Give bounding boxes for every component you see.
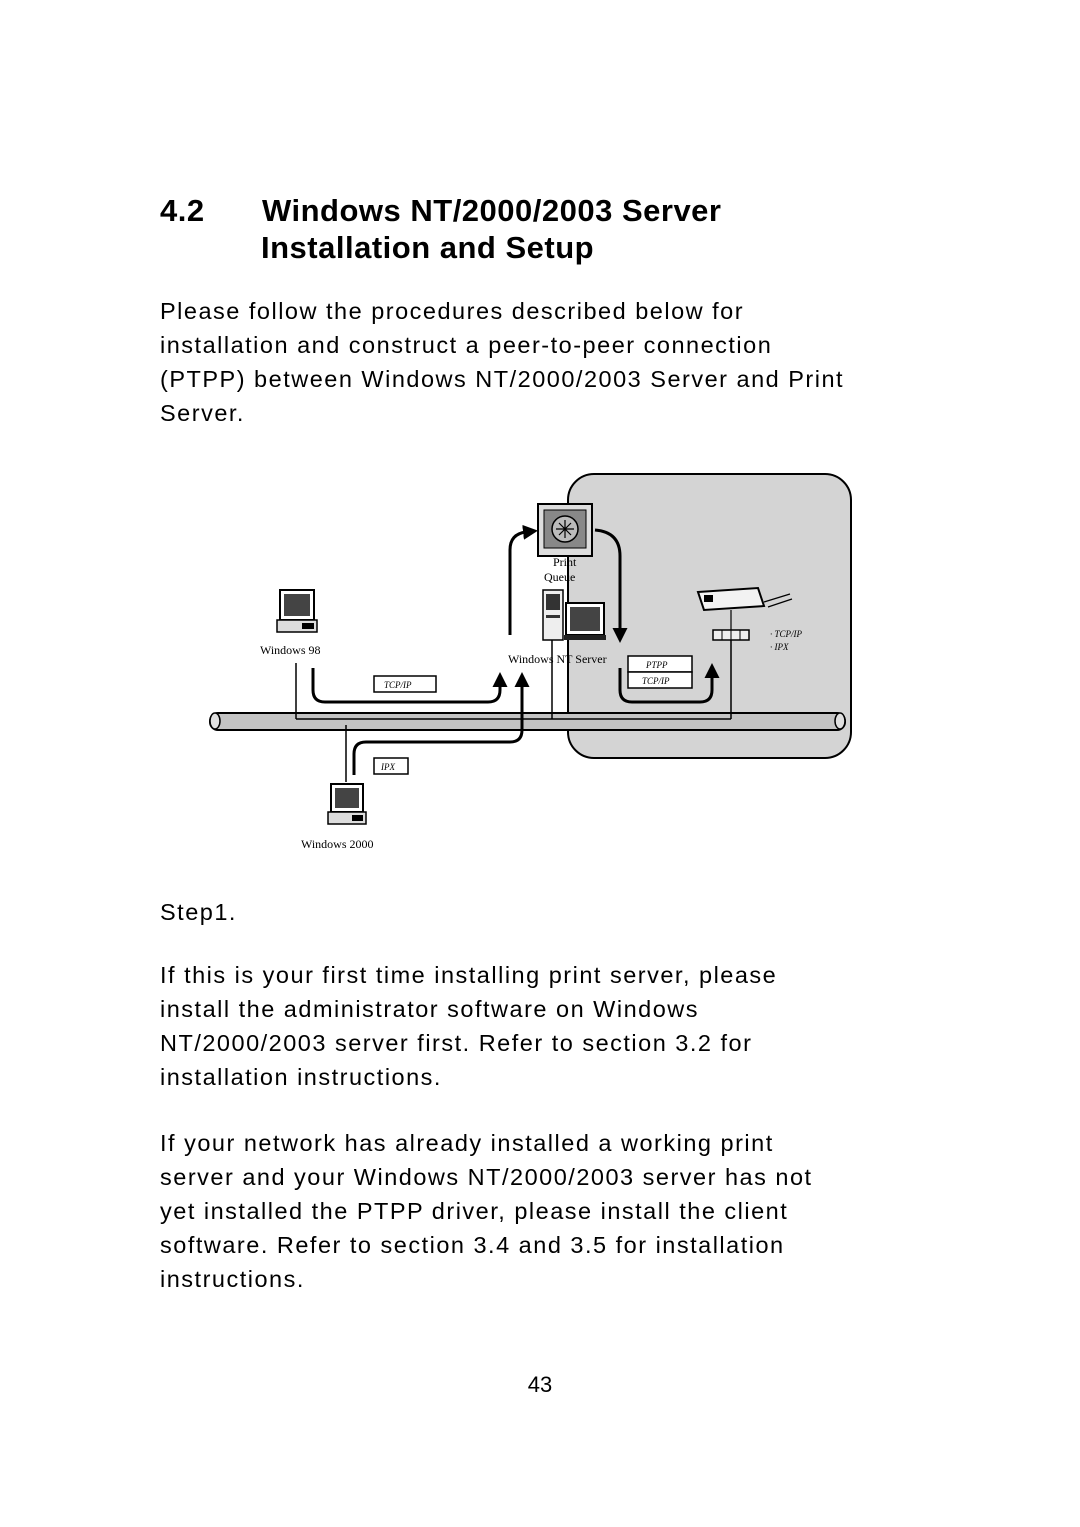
arrow-queue-to-server bbox=[594, 528, 628, 643]
nt-server-label: Windows NT Server bbox=[508, 652, 607, 666]
windows98-label: Windows 98 bbox=[260, 643, 321, 657]
existing-network-paragraph: If your network has already installed a … bbox=[160, 1126, 920, 1296]
intro-line: Please follow the procedures described b… bbox=[160, 298, 745, 324]
tag-tcpip-right: TCP/IP bbox=[642, 676, 670, 686]
tag-tcpip-left: TCP/IP bbox=[384, 680, 412, 690]
arrow-server-to-printer bbox=[618, 663, 720, 704]
step-label: Step1. bbox=[160, 899, 237, 925]
print-queue-icon bbox=[537, 503, 593, 557]
intro-line: installation and construct a peer-to-pee… bbox=[160, 332, 773, 358]
section-title-line1: Windows NT/2000/2003 Server bbox=[262, 193, 722, 228]
legend-tcpip: · TCP/IP bbox=[770, 629, 803, 639]
paragraph-line: server and your Windows NT/2000/2003 ser… bbox=[160, 1164, 813, 1190]
paragraph-line: NT/2000/2003 server first. Refer to sect… bbox=[160, 1030, 753, 1056]
paragraph-line: software. Refer to section 3.4 and 3.5 f… bbox=[160, 1232, 785, 1258]
network-diagram: Print Queue Windows NT Server Windows 98 bbox=[198, 470, 860, 860]
tag-ptpp: PTPP bbox=[645, 660, 668, 670]
nt-server-icon bbox=[542, 589, 606, 641]
paragraph-line: If this is your first time installing pr… bbox=[160, 962, 778, 988]
paragraph-line: installation instructions. bbox=[160, 1064, 442, 1090]
paragraph-line: instructions. bbox=[160, 1266, 305, 1292]
print-label: Print bbox=[553, 555, 577, 569]
paragraph-line: yet installed the PTPP driver, please in… bbox=[160, 1198, 789, 1224]
intro-paragraph: Please follow the procedures described b… bbox=[160, 294, 920, 430]
arrow-server-to-queue bbox=[508, 524, 538, 635]
legend-ipx: · IPX bbox=[770, 642, 789, 652]
arrow-win2000-to-server bbox=[352, 672, 530, 775]
network-cable bbox=[209, 712, 846, 731]
windows2000-label: Windows 2000 bbox=[301, 837, 374, 851]
section-number: 4.2 bbox=[160, 193, 205, 228]
section-title-line2: Installation and Setup bbox=[261, 230, 595, 265]
paragraph-line: install the administrator software on Wi… bbox=[160, 996, 700, 1022]
windows98-pc-icon bbox=[276, 589, 318, 633]
tag-ipx: IPX bbox=[380, 762, 395, 772]
windows2000-pc-icon bbox=[327, 783, 367, 825]
arrow-win98-to-server bbox=[311, 668, 508, 704]
print-server-device-icon bbox=[696, 586, 793, 641]
paragraph-line: If your network has already installed a … bbox=[160, 1130, 774, 1156]
intro-line: (PTPP) between Windows NT/2000/2003 Serv… bbox=[160, 366, 845, 392]
intro-line: Server. bbox=[160, 400, 245, 426]
page-number: 43 bbox=[527, 1372, 553, 1397]
step1-paragraph: If this is your first time installing pr… bbox=[160, 958, 920, 1094]
queue-label: Queue bbox=[544, 570, 575, 584]
